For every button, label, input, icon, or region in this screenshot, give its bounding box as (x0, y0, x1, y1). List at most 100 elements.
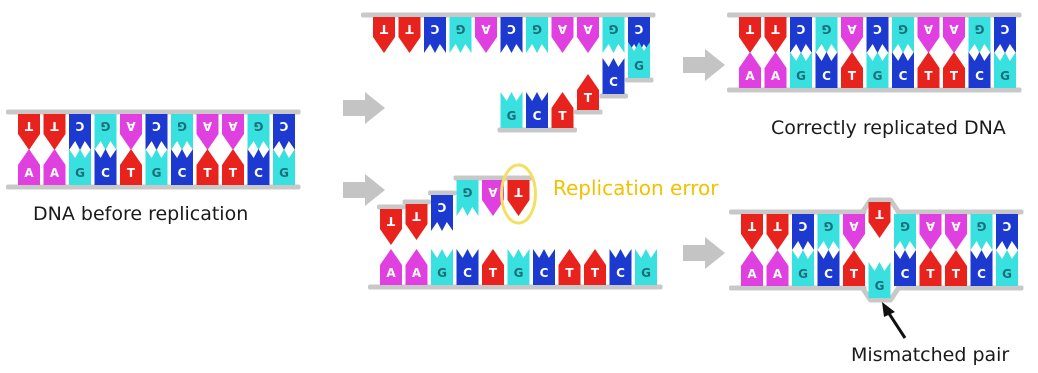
replicating-template-base: A (475, 17, 497, 53)
replicating-template-base: T (398, 17, 421, 53)
error-template-base: A (405, 249, 428, 285)
mismatch-top-base: G (894, 214, 916, 250)
arrow-to-correct-result (683, 49, 725, 81)
base-letter: T (565, 266, 574, 280)
mismatch-bottom-backbone-right (896, 285, 1024, 291)
base-letter: C (899, 69, 908, 83)
correct-dna-bottom-base: G (866, 52, 889, 88)
base-letter: C (178, 166, 187, 180)
new-strand-base: T (551, 92, 574, 128)
base-letter: G (875, 279, 885, 293)
original-dna-top-base: A (222, 114, 244, 150)
correct-dna-bottom-base: A (739, 52, 761, 88)
mismatch-pointer-head (882, 302, 895, 317)
base-letter: C (796, 22, 805, 36)
error-template-base: C (533, 249, 555, 285)
base-shape (373, 17, 395, 53)
base-shape (868, 202, 891, 238)
base-shape (424, 17, 446, 53)
base-letter: T (203, 166, 212, 180)
base-letter: A (24, 166, 34, 180)
correct-dna-bottom-base: T (841, 52, 863, 88)
base-letter: C (463, 266, 472, 280)
base-letter: G (796, 69, 806, 83)
correct-dna-top-base: C (790, 17, 812, 53)
caption-mismatched-pair: Mismatched pair (851, 344, 1010, 366)
base-letter: C (798, 219, 807, 233)
original-dna-bottom-base: T (120, 149, 142, 185)
base-letter: G (634, 59, 644, 73)
error-template-base: T (558, 249, 581, 285)
base-letter: A (228, 119, 238, 133)
base-shape (584, 249, 606, 285)
base-letter: G (177, 119, 187, 133)
error-template-base: G (635, 249, 657, 285)
mismatch-top-base: C (792, 214, 814, 250)
correct-dna-top-base: T (739, 17, 761, 53)
base-shape (69, 149, 91, 185)
base-shape (635, 249, 657, 285)
base-shape (892, 17, 914, 53)
mismatch-bottom-base: T (945, 250, 967, 286)
base-shape (602, 58, 625, 94)
new-strand-backbone-segment (497, 127, 526, 133)
base-letter: A (50, 166, 60, 180)
base-letter: G (822, 22, 832, 36)
base-letter: T (591, 266, 600, 280)
base-letter: T (924, 69, 933, 83)
correct-dna-bottom-base: T (943, 52, 965, 88)
arrow-to-replication (343, 92, 385, 124)
base-shape (841, 17, 863, 53)
base-letter: A (481, 22, 491, 36)
original-dna-top-backbone (6, 109, 301, 115)
replicating-template-base: C (424, 17, 446, 53)
base-shape (526, 92, 548, 128)
base-shape (222, 114, 244, 150)
mismatch-bottom-base-G: G (868, 262, 891, 298)
base-letter: A (488, 185, 498, 199)
base-shape (94, 149, 117, 185)
base-shape (456, 249, 479, 285)
base-shape (94, 114, 117, 150)
base-shape (500, 92, 523, 128)
base-letter: A (771, 69, 781, 83)
base-letter: C (824, 267, 833, 281)
caption-replication-error: Replication error (553, 176, 719, 200)
correct-dna-bottom-base: T (917, 52, 940, 88)
base-shape (577, 74, 599, 110)
base-letter: G (75, 166, 85, 180)
base-shape (247, 114, 270, 150)
mismatch-top-bulge (860, 197, 901, 214)
mismatch-bottom-base: C (970, 250, 993, 286)
base-shape (500, 17, 523, 53)
base-shape (994, 52, 1016, 88)
replicating-template-base: C (500, 17, 523, 53)
new-strand-base: G (628, 42, 650, 78)
base-shape (577, 17, 599, 53)
caption-dna-before-replication: DNA before replication (33, 203, 249, 225)
error-template-base: C (609, 249, 632, 285)
base-letter: T (952, 267, 961, 281)
error-highlight-ring (500, 163, 537, 225)
mismatch-top-base: A (919, 214, 942, 250)
base-letter: G (507, 109, 517, 123)
correct-dna-top-base: A (917, 17, 940, 53)
original-dna-bottom-base: G (273, 149, 295, 185)
base-shape (69, 114, 91, 150)
replicating-template-base: A (551, 17, 574, 53)
base-shape (817, 214, 840, 250)
base-letter: T (848, 69, 857, 83)
correct-dna-top-base: G (815, 17, 838, 53)
base-shape (945, 214, 967, 250)
mismatch-top-backbone-left (729, 209, 867, 215)
base-letter: T (584, 91, 593, 105)
correct-dna-top-base: A (841, 17, 863, 53)
original-dna-top-base: G (247, 114, 270, 150)
new-strand-backbone-segment (599, 93, 628, 99)
base-letter: G (1002, 267, 1012, 281)
mismatch-top-base-T: T (868, 202, 891, 238)
correct-dna-bottom-base: C (968, 52, 991, 88)
base-letter: T (379, 22, 388, 36)
base-shape (968, 52, 991, 88)
base-letter: C (75, 119, 84, 133)
